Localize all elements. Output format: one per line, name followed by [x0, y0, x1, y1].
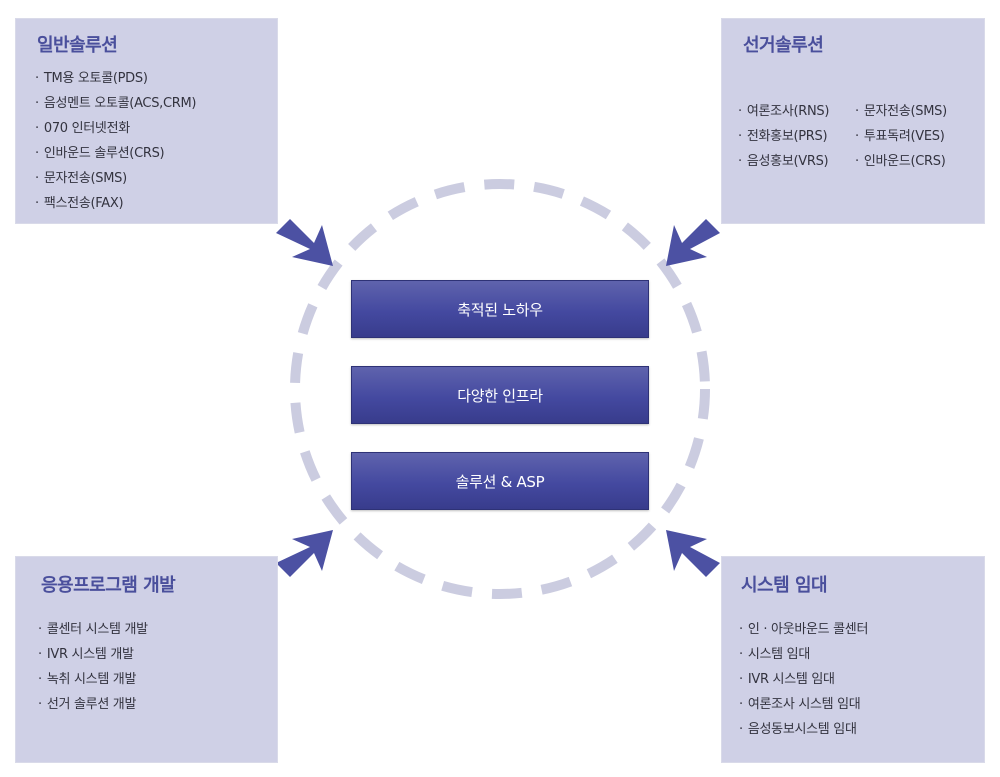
- list-item: 콜센터 시스템 개발: [38, 617, 148, 642]
- list-item: 인바운드 솔루션(CRS): [35, 141, 196, 166]
- item-list: 인 · 아웃바운드 콜센터 시스템 임대 IVR 시스템 임대 여론조사 시스템…: [739, 617, 869, 742]
- list-item: 문자전송(SMS): [855, 99, 947, 124]
- election-solution-panel: 선거솔루션 여론조사(RNS) 전화홍보(PRS) 음성홍보(VRS) 문자전송…: [721, 18, 985, 224]
- list-item: 팩스전송(FAX): [35, 191, 196, 216]
- list-item: IVR 시스템 개발: [38, 642, 148, 667]
- panel-title: 선거솔루션: [743, 35, 824, 56]
- list-item: 여론조사(RNS): [738, 99, 830, 124]
- list-item: 녹취 시스템 개발: [38, 667, 148, 692]
- list-item: TM용 오토콜(PDS): [35, 66, 196, 91]
- list-item: 시스템 임대: [739, 642, 868, 667]
- item-list-right: 문자전송(SMS) 투표독려(VES) 인바운드(CRS): [855, 99, 947, 174]
- item-list-left: 여론조사(RNS) 전화홍보(PRS) 음성홍보(VRS): [738, 99, 830, 174]
- list-item: 인 · 아웃바운드 콜센터: [739, 617, 869, 642]
- list-item: 인바운드(CRS): [855, 149, 947, 174]
- arrow-bottom-right-icon: [666, 530, 720, 577]
- item-list: TM용 오토콜(PDS) 음성멘트 오토콜(ACS,CRM) 070 인터넷전화…: [35, 66, 197, 216]
- item-list: 콜센터 시스템 개발 IVR 시스템 개발 녹취 시스템 개발 선거 솔루션 개…: [38, 617, 148, 717]
- list-item: 문자전송(SMS): [35, 166, 196, 191]
- list-item: 여론조사 시스템 임대: [739, 692, 868, 717]
- list-item: 전화홍보(PRS): [738, 124, 829, 149]
- center-box-solution-asp: 솔루션 & ASP: [351, 452, 649, 510]
- list-item: IVR 시스템 임대: [739, 667, 868, 692]
- system-rental-panel: 시스템 임대 인 · 아웃바운드 콜센터 시스템 임대 IVR 시스템 임대 여…: [721, 556, 985, 763]
- dashed-ring: [290, 179, 710, 599]
- arrow-top-left-icon: [276, 219, 333, 266]
- list-item: 음성멘트 오토콜(ACS,CRM): [35, 91, 197, 116]
- panel-title: 시스템 임대: [741, 575, 828, 596]
- list-item: 투표독려(VES): [855, 124, 947, 149]
- list-item: 선거 솔루션 개발: [38, 692, 148, 717]
- center-box-knowhow: 축적된 노하우: [351, 280, 649, 338]
- general-solution-panel: 일반솔루션 TM용 오토콜(PDS) 음성멘트 오토콜(ACS,CRM) 070…: [15, 18, 278, 224]
- list-item: 음성홍보(VRS): [738, 149, 829, 174]
- list-item: 음성동보시스템 임대: [739, 717, 868, 742]
- center-box-infra: 다양한 인프라: [351, 366, 649, 424]
- arrow-bottom-left-icon: [276, 530, 333, 577]
- panel-title: 응용프로그램 개발: [41, 575, 176, 596]
- app-development-panel: 응용프로그램 개발 콜센터 시스템 개발 IVR 시스템 개발 녹취 시스템 개…: [15, 556, 278, 763]
- arrow-top-right-icon: [666, 219, 720, 266]
- panel-title: 일반솔루션: [37, 35, 118, 56]
- list-item: 070 인터넷전화: [35, 116, 196, 141]
